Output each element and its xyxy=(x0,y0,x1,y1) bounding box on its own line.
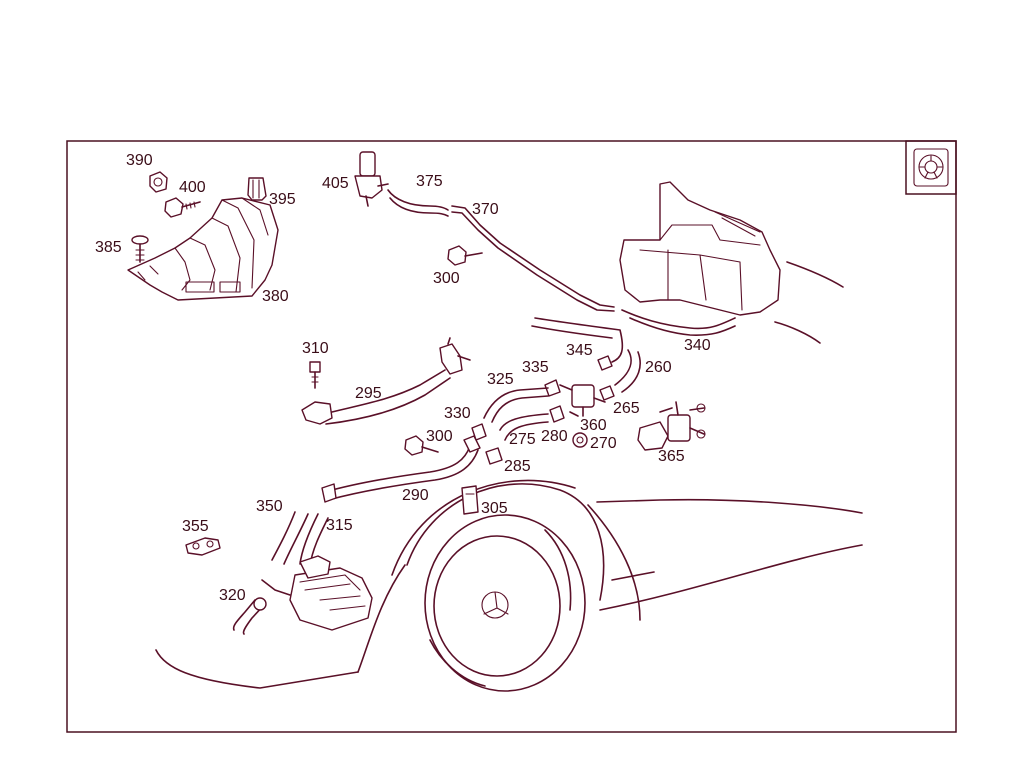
hose-275 xyxy=(499,413,549,441)
clamp-320 xyxy=(253,597,267,611)
callout-355: 355 xyxy=(182,518,209,535)
callout-300-lower: 300 xyxy=(426,428,453,445)
callout-335: 335 xyxy=(522,359,549,376)
screw-300-lower xyxy=(404,435,439,456)
callout-295: 295 xyxy=(355,385,382,402)
callout-275: 275 xyxy=(509,431,536,448)
mercedes-parts-icon xyxy=(905,140,957,195)
callout-340: 340 xyxy=(684,337,711,354)
callout-320: 320 xyxy=(219,587,246,604)
callout-280: 280 xyxy=(541,428,568,445)
mount-355 xyxy=(185,537,221,556)
callout-315: 315 xyxy=(326,517,353,534)
callout-395: 395 xyxy=(269,191,296,208)
callout-365: 365 xyxy=(658,448,685,465)
pipe-370 xyxy=(451,205,615,312)
clip-385 xyxy=(131,235,149,263)
bracket-305 xyxy=(461,485,479,515)
auxiliary-heater xyxy=(232,555,373,635)
callout-270: 270 xyxy=(590,435,617,452)
callout-310: 310 xyxy=(302,340,329,357)
bracket-395 xyxy=(247,177,267,201)
diagram-frame xyxy=(66,140,957,733)
callout-370: 370 xyxy=(472,201,499,218)
callout-345: 345 xyxy=(566,342,593,359)
hose-350 xyxy=(271,511,309,565)
callout-265: 265 xyxy=(613,400,640,417)
callout-385: 385 xyxy=(95,239,122,256)
callout-360: 360 xyxy=(580,417,607,434)
clamp-285 xyxy=(485,447,503,465)
pipe-295 xyxy=(301,337,471,425)
callout-390: 390 xyxy=(126,152,153,169)
underbody-shield-380 xyxy=(127,197,279,301)
callout-330: 330 xyxy=(444,405,471,422)
callout-405: 405 xyxy=(322,175,349,192)
callout-305: 305 xyxy=(481,500,508,517)
clamp-265 xyxy=(599,385,615,401)
nut-390 xyxy=(149,171,168,193)
valve-block-365 xyxy=(637,401,706,451)
callout-325: 325 xyxy=(487,371,514,388)
hose-325 xyxy=(483,387,549,423)
callout-350: 350 xyxy=(256,498,283,515)
callout-375: 375 xyxy=(416,173,443,190)
valve-405 xyxy=(354,151,389,207)
hose-340 xyxy=(531,317,624,363)
clamp-335 xyxy=(544,379,561,397)
bolt-400 xyxy=(164,197,201,218)
hose-260 xyxy=(614,349,641,393)
callout-400: 400 xyxy=(179,179,206,196)
pump-360 xyxy=(559,384,606,417)
clamp-345 xyxy=(597,355,613,371)
hose-375 xyxy=(387,189,449,217)
nut-270 xyxy=(572,432,588,448)
callout-260: 260 xyxy=(645,359,672,376)
callout-290: 290 xyxy=(402,487,429,504)
callout-380: 380 xyxy=(262,288,289,305)
screw-300-upper xyxy=(447,245,483,266)
callout-285: 285 xyxy=(504,458,531,475)
bolt-310 xyxy=(309,361,321,389)
clamp-280 xyxy=(549,405,565,423)
car-body-outline xyxy=(155,261,863,689)
wheel-assembly xyxy=(391,479,605,692)
heater-box-340 xyxy=(619,181,781,336)
callout-300-upper: 300 xyxy=(433,270,460,287)
pipe-290 xyxy=(321,435,481,503)
